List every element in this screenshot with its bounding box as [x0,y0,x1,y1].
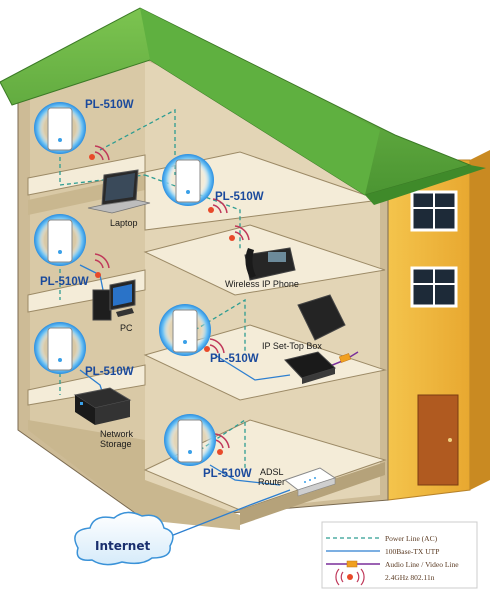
adapter-label-mid-right: PL-510W [210,353,259,365]
pc-icon: PC [92,279,136,333]
ip-set-top-box-icon: IP Set-Top Box [262,294,346,384]
adapter-label-bottom-right: PL-510W [203,468,252,480]
legend-utp: 100Base-TX UTP [326,547,439,556]
wifi-laptop-icon [89,145,110,161]
adapter-label-top-left: PL-510W [85,99,134,111]
wifi-pc-icon [94,253,110,278]
window-middle [410,266,458,308]
adsl-router-label-line2: Router [258,477,285,487]
internet-cloud-icon: Internet [74,511,174,566]
network-storage-label-line2: Storage [100,439,132,449]
adapter-mid-left: PL-510W [34,214,89,288]
wifi-signals [89,145,250,455]
roof [0,7,486,205]
wifi-phone-icon [229,225,250,241]
adapter-top-right: PL-510W [162,154,264,206]
laptop-icon: Laptop [87,169,151,228]
adapter-top-left: PL-510W [34,99,134,154]
wifi-settop-icon [204,338,225,354]
adsl-router-label-line1: ADSL [260,467,284,477]
power-line-network [59,108,246,470]
ip-set-top-box-label: IP Set-Top Box [262,341,322,351]
legend-power-line: Power Line (AC) [326,534,438,543]
window-top [410,190,458,232]
legend-av-line-label: Audio Line / Video Line [385,560,459,569]
adapter-mid-right: PL-510W [159,304,259,365]
side-building [387,150,490,501]
wireless-ip-phone-label: Wireless IP Phone [225,279,299,289]
legend-wifi-label: 2.4GHz 802.11n [385,573,435,582]
legend-utp-label: 100Base-TX UTP [385,547,439,556]
pc-label: PC [120,323,133,333]
door [417,394,459,486]
internet-label: Internet [95,539,150,553]
adapter-label-mid-left: PL-510W [40,276,89,288]
adapter-label-top-right: PL-510W [215,191,264,203]
left-floors [27,154,146,520]
network-storage-label-line1: Network [100,429,134,439]
adapter-label-low-left: PL-510W [85,366,134,378]
adsl-router-icon: ADSL Router [258,467,337,497]
network-storage-icon: Network Storage [73,387,134,449]
adapter-bottom-right: PL-510W [164,414,252,480]
legend: Power Line (AC) 100Base-TX UTP Audio Lin… [321,521,478,589]
adapter-low-left: PL-510W [34,322,134,378]
legend-power-line-label: Power Line (AC) [385,534,438,543]
legend-wifi: 2.4GHz 802.11n [335,568,435,586]
laptop-label: Laptop [110,218,138,228]
wifi-adapter-upper-right-icon [208,198,228,214]
wireless-ip-phone-icon: Wireless IP Phone [225,247,299,289]
legend-av-line: Audio Line / Video Line [326,560,459,569]
